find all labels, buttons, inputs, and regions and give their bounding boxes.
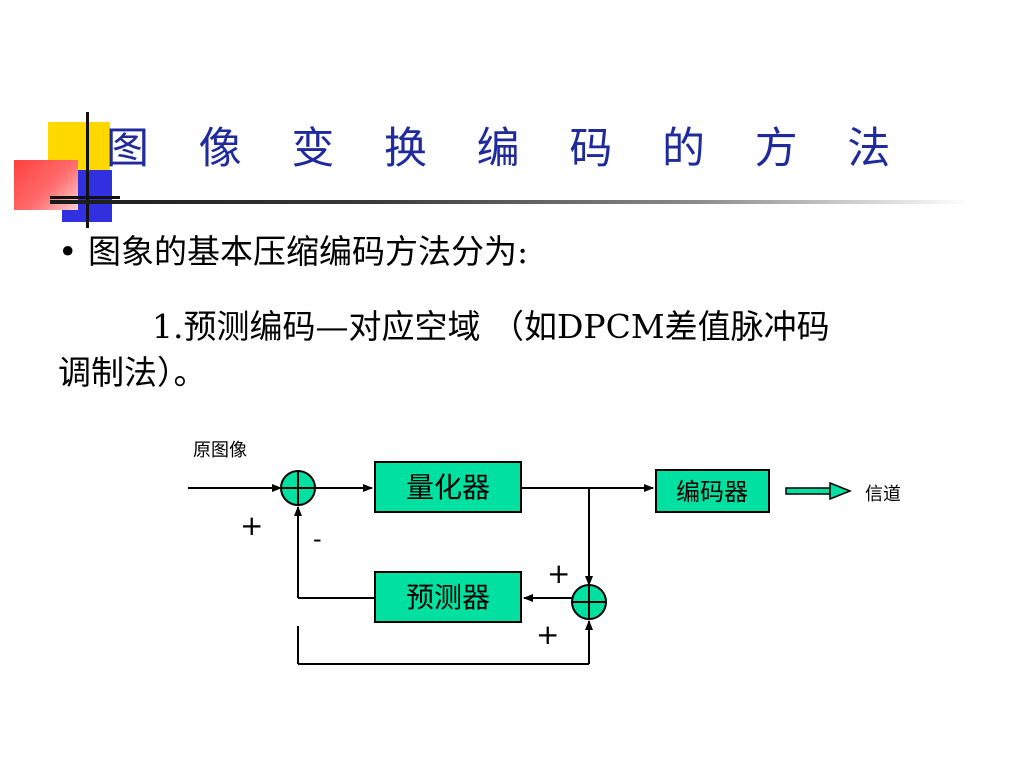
quantizer-label: 量化器 — [406, 471, 490, 504]
sum1-plus-sign: + — [240, 509, 263, 542]
quantizer-block — [374, 461, 522, 513]
channel-arrow — [785, 481, 853, 501]
subitem-line-1: 1.预测编码—对应空域 （如DPCM差值脉冲码 — [152, 307, 830, 346]
bullet-text: 图象的基本压缩编码方法分为: — [87, 232, 529, 271]
predictor-label: 预测器 — [406, 581, 490, 614]
sum2-plus-bottom: + — [536, 618, 559, 651]
encoder-label: 编码器 — [676, 478, 748, 506]
bullet-symbol: • — [58, 232, 78, 271]
sum2-plus-top: + — [547, 557, 570, 590]
subitem-line-2: 调制法）。 — [58, 353, 207, 392]
summing-junction-1 — [280, 470, 316, 506]
decor-horizontal-line — [50, 196, 120, 199]
decor-vertical-line — [86, 112, 89, 228]
title-divider — [50, 200, 970, 204]
input-label: 原图像 — [193, 440, 247, 461]
encoder-block — [655, 469, 770, 513]
sum1-minus-sign: - — [313, 525, 322, 553]
bullet-item: • 图象的基本压缩编码方法分为: — [58, 235, 528, 268]
slide-title: 图 像 变 换 编 码 的 方 法 — [106, 124, 909, 174]
summing-junction-2 — [571, 584, 607, 620]
channel-label: 信道 — [865, 484, 901, 505]
